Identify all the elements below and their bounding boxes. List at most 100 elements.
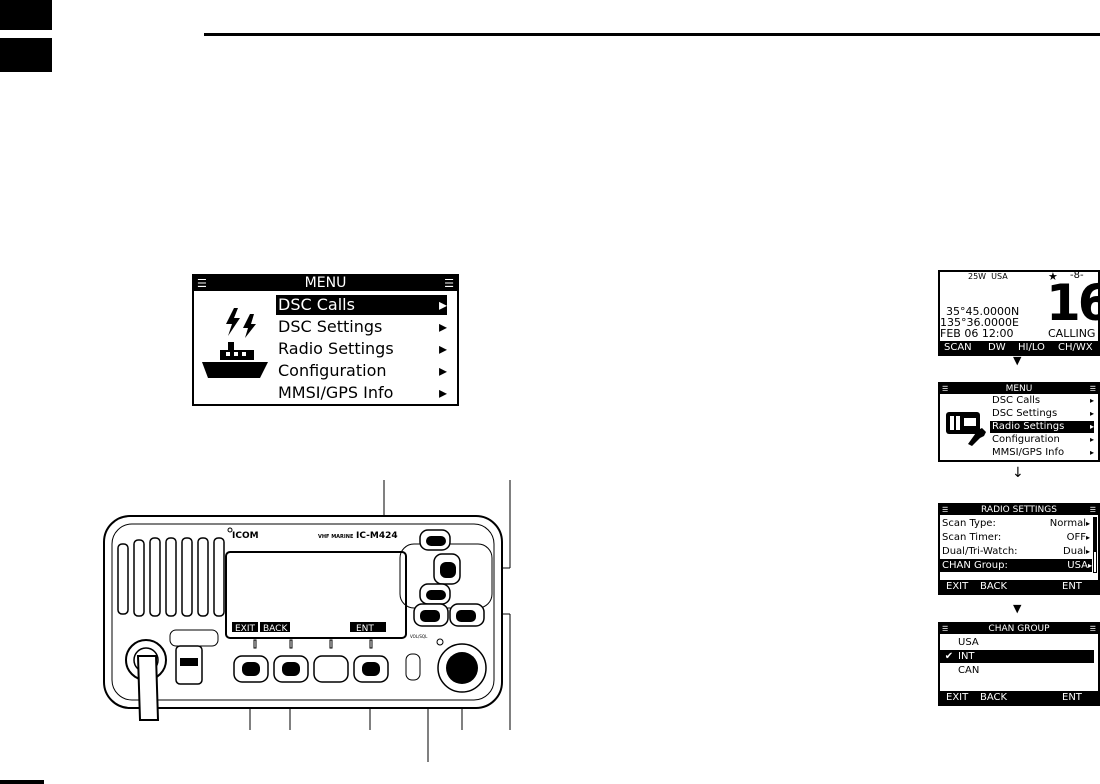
menu-item-dsc-calls[interactable]: DSC Calls ▸ — [276, 295, 447, 315]
menu-icon-right: ☰ — [1089, 625, 1096, 633]
check-icon: ✔ — [944, 651, 954, 662]
setting-row-scan-timer[interactable]: Scan Timer:OFF▸ — [942, 531, 1090, 544]
softkey-exit[interactable]: EXIT — [946, 692, 969, 703]
menu-icon-right: ☰ — [444, 277, 454, 290]
chevron-right-icon: ▸ — [438, 295, 447, 314]
softkey-scan[interactable]: SCAN — [944, 342, 972, 353]
chan-group-title: CHAN GROUP — [988, 624, 1050, 634]
option-label: INT — [958, 651, 975, 662]
date-time: FEB 06 12:00 — [940, 327, 1014, 340]
setting-value-with-chevron: Normal▸ — [1050, 517, 1090, 530]
chevron-right-icon: ▸ — [438, 361, 447, 380]
option-label: USA — [958, 637, 979, 648]
setting-value: OFF — [1066, 532, 1086, 543]
softkey-ent[interactable]: ENT — [1062, 581, 1082, 592]
panel-softkey-ent: ENT — [356, 624, 374, 634]
option-label: CAN — [958, 665, 980, 676]
menu-icon-left: ☰ — [197, 277, 207, 290]
radio-settings-title: RADIO SETTINGS — [981, 505, 1057, 515]
menu-item-dsc-calls[interactable]: DSC Calls ▸ — [990, 395, 1094, 407]
chevron-right-icon: ▸ — [1085, 533, 1090, 542]
chevron-right-icon: ▸ — [1089, 409, 1094, 418]
chan-group-title-bar: ☰ CHAN GROUP ☰ — [940, 624, 1098, 634]
menu-icon-right: ☰ — [1089, 385, 1096, 393]
menu-item-mmsi-gps-info[interactable]: MMSI/GPS Info▸ — [990, 447, 1094, 459]
softkey-ch-wx[interactable]: CH/WX — [1058, 342, 1093, 353]
menu-item-mmsi-gps-info[interactable]: MMSI/GPS Info▸ — [276, 383, 447, 403]
menu-title-bar: ☰ MENU ☰ — [194, 276, 457, 291]
menu-item-label: Radio Settings — [992, 421, 1065, 432]
radio-front-panel: EXIT BACK ENT ICOM VHF MARINE IC-M424 VO… — [103, 480, 511, 762]
scrollbar[interactable] — [1093, 517, 1097, 573]
menu-icon-right: ☰ — [1089, 506, 1096, 514]
menu-title: MENU — [304, 275, 347, 291]
chevron-right-icon: ▸ — [1085, 547, 1090, 556]
call-status: CALLING — [1048, 327, 1096, 340]
main-display-screen: 25W USA ★ -8- 35°45.0000N 135°36.0000E F… — [938, 270, 1100, 356]
arrow-down-icon: ▼ — [1013, 602, 1022, 615]
menu-item-label: DSC Calls — [278, 295, 355, 314]
chan-group-option-usa[interactable]: USA — [940, 636, 1094, 649]
chevron-right-icon: ▸ — [1089, 396, 1094, 405]
menu-item-dsc-settings[interactable]: DSC Settings▸ — [990, 408, 1094, 420]
main-softkey-bar: SCAN DW HI/LO CH/WX — [940, 341, 1098, 354]
setting-row-chan-group[interactable]: CHAN Group:USA▸ — [940, 559, 1092, 572]
chevron-right-icon: ▸ — [1089, 435, 1094, 444]
radio-settings-title-bar: ☰ RADIO SETTINGS ☰ — [940, 505, 1098, 515]
chevron-right-icon: ▸ — [438, 339, 447, 358]
panel-softkey-back: BACK — [263, 624, 288, 634]
large-menu-screen: ☰ MENU ☰ DSC Calls ▸ DSC Settings ▸ Radio … — [192, 274, 459, 406]
softkey-back[interactable]: BACK — [980, 692, 1008, 703]
panel-softkey-exit: EXIT — [235, 624, 256, 634]
section-tab-top — [0, 0, 52, 30]
menu-item-label: DSC Calls — [992, 395, 1041, 406]
setting-value: Dual — [1063, 546, 1086, 557]
setting-label: Scan Type: — [942, 518, 996, 529]
model-prefix: VHF MARINE — [318, 534, 354, 540]
menu-item-radio-settings[interactable]: Radio Settings▸ — [990, 421, 1094, 433]
chan-group-screen: ☰ CHAN GROUP ☰ USA ✔ INT CAN EXIT BACK EN… — [938, 622, 1100, 706]
arrow-down-icon: ▼ — [1013, 354, 1022, 367]
menu-item-dsc-settings[interactable]: DSC Settings ▸ — [276, 317, 447, 337]
setting-label: CHAN Group: — [942, 560, 1008, 571]
header-rule — [204, 33, 1100, 36]
menu-item-radio-settings[interactable]: Radio Settings ▸ — [276, 339, 447, 359]
channel-number: 16 — [1046, 274, 1098, 332]
chan-group-option-can[interactable]: CAN — [940, 664, 1094, 677]
chevron-right-icon: ▸ — [438, 383, 447, 402]
section-tab-bottom — [0, 38, 52, 72]
chan-group-softkey-bar: EXIT BACK ENT — [940, 691, 1098, 704]
favorite-star-icon: ★ — [1048, 270, 1058, 283]
scrollbar-thumb[interactable] — [1094, 518, 1096, 552]
latitude: 35°45.0000N — [946, 305, 1020, 318]
brand-logo: ICOM — [232, 531, 259, 541]
menu-item-label: Radio Settings — [278, 339, 394, 358]
setting-label: Dual/Tri-Watch: — [942, 546, 1018, 557]
menu-item-configuration[interactable]: Configuration ▸ — [990, 434, 1094, 446]
menu-title-bar: ☰ MENU ☰ — [940, 384, 1098, 394]
softkey-ent[interactable]: ENT — [1062, 692, 1082, 703]
setting-row-scan-type[interactable]: Scan Type: Normal▸ — [942, 517, 1090, 530]
menu-item-label: Configuration — [992, 434, 1060, 445]
chevron-right-icon: ▸ — [1085, 519, 1090, 528]
chevron-right-icon: ▸ — [438, 317, 447, 336]
battery-icon: -8- — [1070, 270, 1084, 281]
chan-group-option-int[interactable]: ✔ INT — [940, 650, 1094, 663]
menu-item-label: DSC Settings — [278, 317, 383, 336]
setting-row-dual-tri-watch[interactable]: Dual/Tri-Watch: Dual▸ — [942, 545, 1090, 558]
radio-wrench-icon — [946, 412, 986, 446]
softkey-back[interactable]: BACK — [980, 581, 1008, 592]
menu-icon-left: ☰ — [942, 625, 949, 633]
softkey-exit[interactable]: EXIT — [946, 581, 969, 592]
softkey-dw[interactable]: DW — [988, 342, 1006, 353]
menu-icon-left: ☰ — [942, 385, 949, 393]
setting-value-with-chevron: Dual▸ — [1063, 545, 1090, 558]
radio-settings-softkey-bar: EXIT BACK ENT — [940, 580, 1098, 593]
footer-rule — [0, 780, 44, 784]
menu-item-configuration[interactable]: Configuration▸ — [276, 361, 447, 381]
chevron-right-icon: ▸ — [1089, 448, 1094, 457]
setting-value: Normal — [1049, 518, 1086, 529]
softkey-hi-lo[interactable]: HI/LO — [1018, 342, 1045, 353]
chevron-right-icon: ▸ — [1087, 561, 1092, 570]
vol-sql-label: VOL/SQL — [410, 634, 428, 639]
